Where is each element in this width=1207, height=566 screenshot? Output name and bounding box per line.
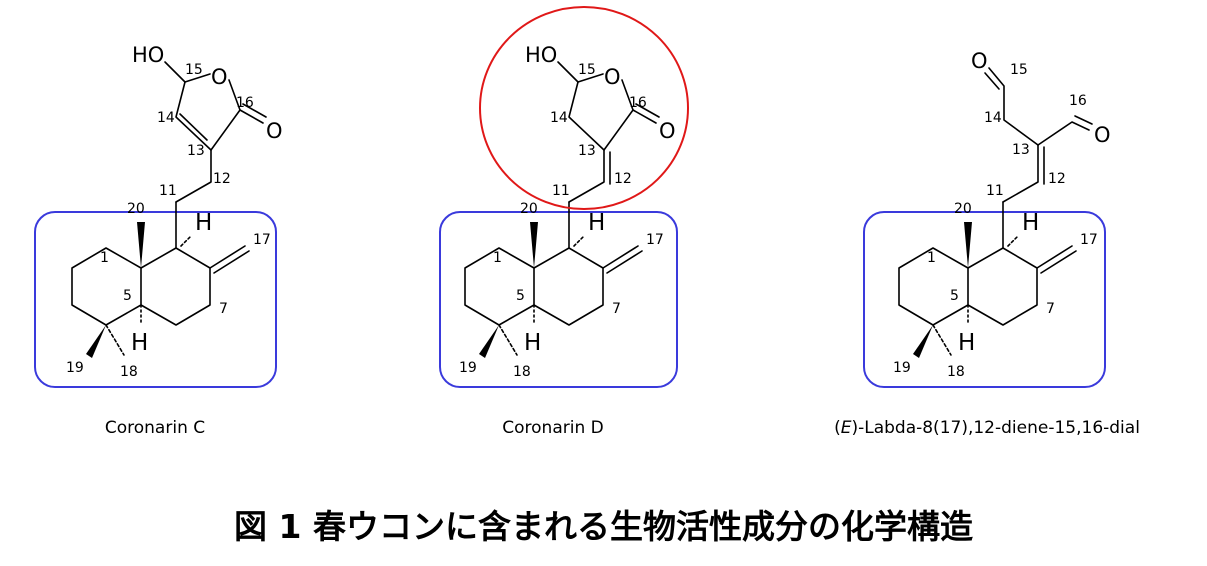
num-16: 16 bbox=[1069, 93, 1087, 109]
num-12: 12 bbox=[1048, 171, 1066, 187]
num-11: 11 bbox=[552, 183, 570, 199]
compound-name: Coronarin C bbox=[105, 418, 205, 438]
num-7: 7 bbox=[612, 301, 621, 317]
num-1: 1 bbox=[100, 250, 109, 266]
num-17: 17 bbox=[253, 232, 271, 248]
num-18: 18 bbox=[947, 364, 965, 380]
num-16: 16 bbox=[236, 95, 254, 111]
labdane-core bbox=[898, 201, 1077, 359]
num-7: 7 bbox=[1046, 301, 1055, 317]
labdane-core bbox=[71, 201, 250, 359]
num-19: 19 bbox=[66, 360, 84, 376]
core-box bbox=[34, 211, 277, 388]
num-7: 7 bbox=[219, 301, 228, 317]
num-14: 14 bbox=[157, 110, 175, 126]
num-14: 14 bbox=[984, 110, 1002, 126]
atom-numbers: 15 16 14 13 12 11 20 17 1 5 7 19 18 bbox=[893, 62, 1098, 380]
num-16: 16 bbox=[629, 95, 647, 111]
num-19: 19 bbox=[893, 360, 911, 376]
num-17: 17 bbox=[1080, 232, 1098, 248]
num-15: 15 bbox=[185, 62, 203, 78]
h9-label: H bbox=[1022, 210, 1039, 236]
name-prefix: ( bbox=[834, 418, 841, 438]
h5-label: H bbox=[958, 330, 975, 356]
name-suffix: )-Labda-8(17),12-diene-15,16-dial bbox=[851, 418, 1139, 438]
atom-numbers: 15 16 14 13 12 11 20 17 1 5 7 19 18 bbox=[459, 62, 664, 380]
compound-name: Coronarin D bbox=[502, 418, 603, 438]
num-19: 19 bbox=[459, 360, 477, 376]
name-italic: E bbox=[841, 418, 852, 438]
atom-numbers: 15 16 14 13 12 11 20 17 1 5 7 19 18 bbox=[66, 62, 271, 380]
compound-name: (E)-Labda-8(17),12-diene-15,16-dial bbox=[834, 418, 1140, 438]
figure-caption: 図 1 春ウコンに含まれる生物活性成分の化学構造 bbox=[234, 507, 973, 546]
num-13: 13 bbox=[578, 143, 596, 159]
num-11: 11 bbox=[159, 183, 177, 199]
carbonyl-oxygen-label: O bbox=[266, 119, 283, 143]
oxygen-15-label: O bbox=[971, 49, 988, 73]
num-14: 14 bbox=[550, 110, 568, 126]
num-12: 12 bbox=[614, 171, 632, 187]
num-5: 5 bbox=[123, 288, 132, 304]
compound-coronarin-d: HO O O H H 15 16 14 13 12 11 20 17 1 5 7… bbox=[439, 6, 689, 438]
num-11: 11 bbox=[986, 183, 1004, 199]
highlight-circle bbox=[479, 6, 689, 210]
num-18: 18 bbox=[513, 364, 531, 380]
stereo-hashes bbox=[967, 235, 1019, 326]
ring-oxygen-label: O bbox=[211, 65, 228, 89]
h9-label: H bbox=[588, 210, 605, 236]
num-18: 18 bbox=[120, 364, 138, 380]
ring-oxygen-label: O bbox=[604, 65, 621, 89]
h5-label: H bbox=[131, 330, 148, 356]
core-box bbox=[439, 211, 678, 388]
hydroxyl-label: HO bbox=[132, 43, 164, 67]
stereo-hashes bbox=[533, 235, 585, 326]
num-1: 1 bbox=[493, 250, 502, 266]
stereo-hashes bbox=[140, 235, 192, 326]
num-20: 20 bbox=[127, 201, 145, 217]
num-12: 12 bbox=[213, 171, 231, 187]
num-13: 13 bbox=[187, 143, 205, 159]
num-20: 20 bbox=[954, 201, 972, 217]
num-1: 1 bbox=[927, 250, 936, 266]
hydroxyl-label: HO bbox=[525, 43, 557, 67]
num-5: 5 bbox=[516, 288, 525, 304]
oxygen-16-label: O bbox=[1094, 123, 1111, 147]
compound-labdadiene-dial: O O H H 15 16 14 13 12 11 20 17 1 5 7 19… bbox=[834, 49, 1140, 438]
h5-label: H bbox=[524, 330, 541, 356]
labdane-core bbox=[464, 201, 643, 359]
num-17: 17 bbox=[646, 232, 664, 248]
compound-coronarin-c: HO O O H H 15 16 14 13 12 11 20 17 1 5 7… bbox=[34, 43, 283, 438]
num-20: 20 bbox=[520, 201, 538, 217]
core-box bbox=[863, 211, 1106, 388]
num-15: 15 bbox=[578, 62, 596, 78]
num-15: 15 bbox=[1010, 62, 1028, 78]
carbonyl-oxygen-label: O bbox=[659, 119, 676, 143]
num-5: 5 bbox=[950, 288, 959, 304]
num-13: 13 bbox=[1012, 142, 1030, 158]
h9-label: H bbox=[195, 210, 212, 236]
